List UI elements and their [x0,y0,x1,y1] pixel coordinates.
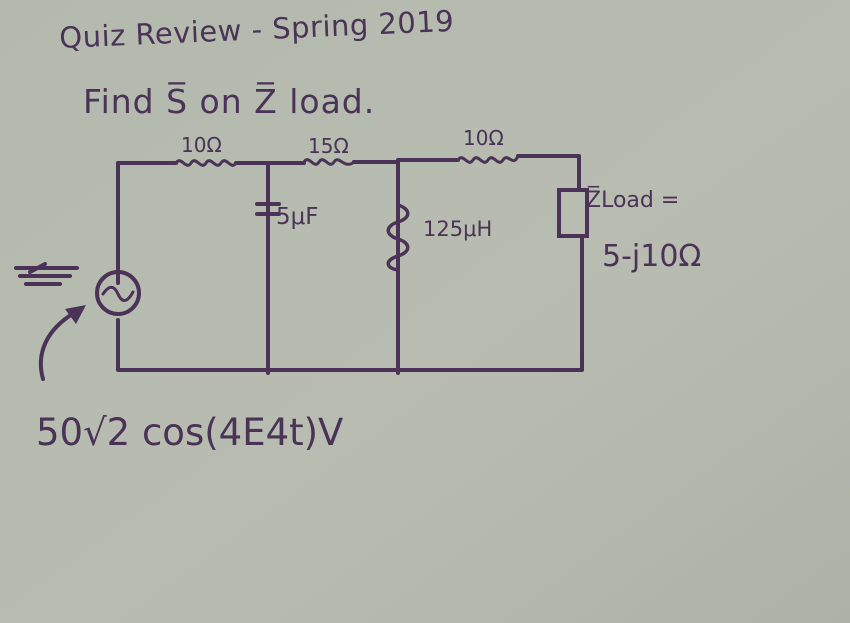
load-top-wire [516,154,581,192]
circuit-wires [116,154,584,375]
inductor-icon [386,203,410,272]
load-value: 5-j10Ω [602,239,702,274]
curved-arrow-icon [38,305,86,381]
capacitor-label: 5μF [276,204,319,230]
resistor-icon [456,154,520,164]
resistor-icon [174,159,238,167]
source-expression: 50√2 cos(4E4t)V [36,411,344,454]
problem-prompt: Find S̅ on Z̅ load. [83,82,376,121]
inductor-label: 125μH [423,217,493,241]
resistor-icon [302,158,356,166]
load-label: Z̅Load = [586,188,680,213]
resistor-label-3: 10Ω [463,126,504,150]
bottom-return-wire [116,234,584,372]
ac-source-icon [14,262,141,316]
capacitor-icon [255,202,281,216]
load-box-icon [557,188,589,238]
resistor-label-2: 15Ω [308,134,349,158]
resistor-label-1: 10Ω [181,133,222,157]
